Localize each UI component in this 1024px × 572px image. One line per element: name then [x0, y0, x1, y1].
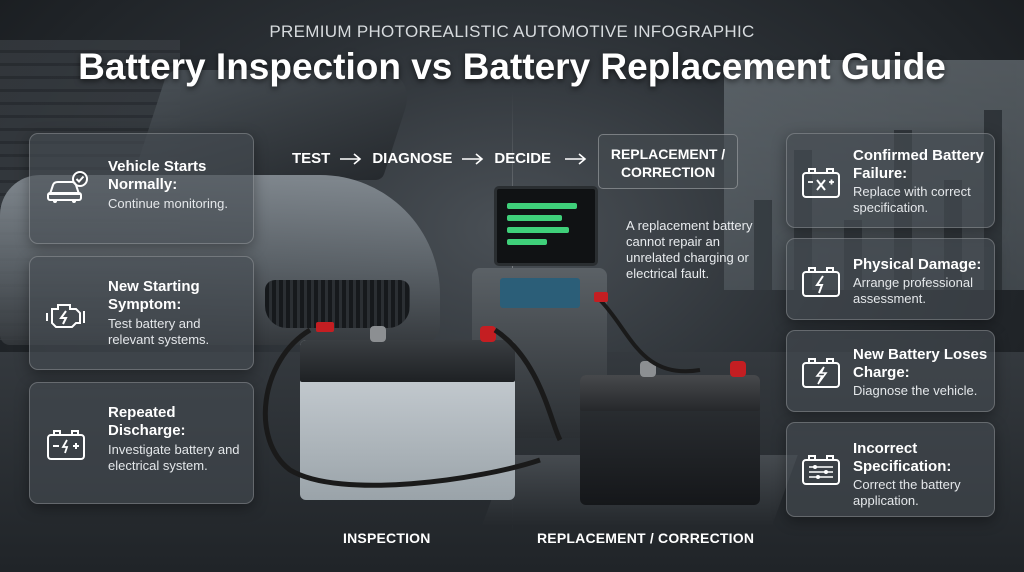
replacement-box-line1: REPLACEMENT / [610, 146, 726, 162]
card-physical-damage: Physical Damage: Arrange professional as… [786, 238, 995, 320]
card-repeated-discharge: Repeated Discharge: Investigate battery … [29, 382, 254, 504]
battery-settings-icon [802, 455, 840, 485]
battery-charge-icon [802, 358, 840, 388]
card-heading: New Starting Symptom: [108, 278, 200, 313]
card-body: Diagnose the vehicle. [853, 383, 978, 398]
replacement-correction-box: REPLACEMENT / CORRECTION [598, 134, 738, 189]
flow-step-decide: DECIDE [494, 150, 552, 167]
card-heading: Vehicle Starts Normally: [108, 158, 207, 193]
battery-bolt-icon [802, 267, 840, 297]
arrow-right-icon [340, 152, 362, 165]
card-incorrect-specification: Incorrect Specification: Correct the bat… [786, 422, 995, 517]
header-kicker: PREMIUM PHOTOREALISTIC AUTOMOTIVE INFOGR… [269, 22, 755, 41]
card-body: Replace with correct specification. [853, 184, 971, 215]
card-body: Continue monitoring. [108, 196, 228, 211]
process-flow: TEST DIAGNOSE DECIDE [292, 150, 597, 167]
replacement-box-line2: CORRECTION [620, 164, 716, 180]
flow-step-test: TEST [292, 150, 331, 167]
card-new-battery-loses-charge: New Battery Loses Charge: Diagnose the v… [786, 330, 995, 412]
card-heading: Physical Damage: [853, 256, 982, 273]
arrow-right-icon [462, 152, 484, 165]
diagnostic-monitor [494, 186, 598, 266]
card-heading: New Battery Loses Charge: [853, 346, 988, 381]
page-title: Battery Inspection vs Battery Replacemen… [78, 46, 946, 87]
flow-step-diagnose: DIAGNOSE [372, 150, 453, 167]
card-body: Arrange professional assessment. [853, 275, 973, 306]
inspection-label: INSPECTION [343, 530, 431, 546]
battery-icon [47, 430, 85, 460]
card-body: Test battery and relevant systems. [108, 316, 210, 347]
replacement-correction-label: REPLACEMENT / CORRECTION [537, 530, 755, 546]
replacement-note: A replacement battery cannot repair an u… [626, 218, 753, 281]
card-new-starting-symptom: New Starting Symptom: Test battery and r… [29, 256, 254, 370]
card-heading: Incorrect Specification: [853, 440, 952, 475]
card-vehicle-starts-normally: Vehicle Starts Normally: Continue monito… [29, 133, 254, 244]
engine-warning-icon [46, 304, 85, 328]
card-body: Correct the battery application. [853, 477, 961, 508]
car-grille [265, 280, 410, 328]
card-confirmed-battery-failure: Confirmed Battery Failure: Replace with … [786, 133, 995, 228]
card-heading: Confirmed Battery Failure: [853, 147, 984, 182]
card-heading: Repeated Discharge: [108, 404, 186, 439]
card-body: Investigate battery and electrical syste… [108, 442, 240, 473]
car-check-icon [47, 171, 88, 203]
replacement-battery [580, 361, 760, 505]
arrow-right-icon [565, 152, 587, 165]
tester-screen [500, 278, 580, 308]
battery-x-icon [802, 168, 840, 198]
